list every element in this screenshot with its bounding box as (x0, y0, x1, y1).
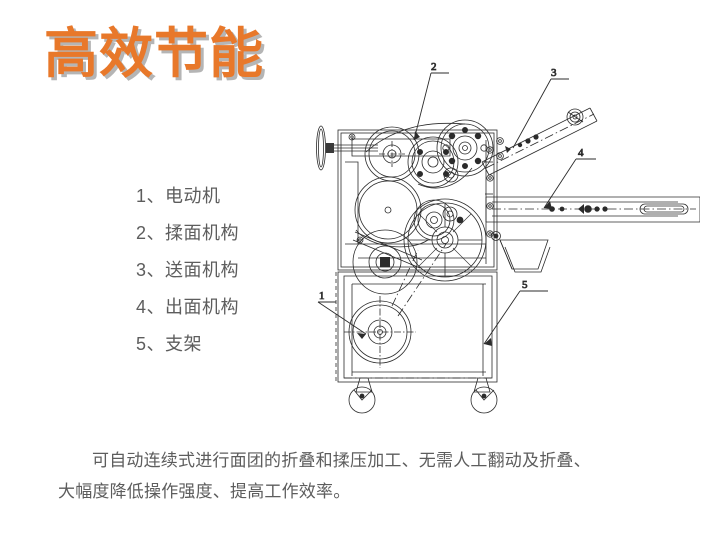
description-line-2: 大幅度降低操作强度、提高工作效率。 (58, 482, 351, 501)
output-chute (491, 231, 551, 273)
page-title: 高效节能 (44, 24, 264, 84)
list-item: 2、揉面机构 (136, 223, 240, 243)
caster-wheel-left (348, 386, 376, 414)
description-line-1: 可自动连续式进行面团的折叠和揉压加工、无需人工翻动及折叠、 (92, 451, 591, 470)
machine-stand-frame (335, 243, 498, 414)
callout-numbers: 2 3 4 1 5 (319, 61, 585, 303)
feeding-mechanism-arm (481, 107, 598, 176)
discharge-conveyor (485, 196, 700, 223)
callout-number-5: 5 (522, 279, 528, 291)
parts-list: 1、电动机 2、揉面机构 3、送面机构 4、出面机构 5、支架 (136, 178, 336, 363)
list-item: 5、支架 (136, 334, 203, 354)
machine-technical-drawing: 2 3 4 1 5 (300, 44, 700, 424)
motor-pulley (344, 296, 416, 368)
caster-wheel-right (470, 386, 498, 414)
list-item: 4、出面机构 (136, 297, 240, 317)
kneading-gear-cluster (364, 119, 494, 189)
list-item: 1、电动机 (136, 186, 221, 206)
callout-number-2: 2 (431, 61, 437, 73)
handwheel (403, 198, 487, 282)
description-paragraph: 可自动连续式进行面团的折叠和揉压加工、无需人工翻动及折叠、 大幅度降低操作强度、… (58, 445, 658, 507)
callout-leaders (317, 72, 596, 346)
callout-number-3: 3 (551, 67, 557, 79)
callout-number-1: 1 (319, 290, 325, 302)
list-item: 3、送面机构 (136, 260, 240, 280)
callout-number-4: 4 (578, 147, 584, 159)
